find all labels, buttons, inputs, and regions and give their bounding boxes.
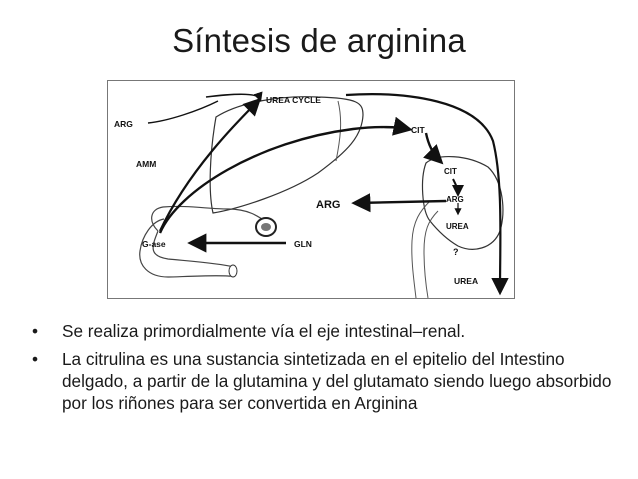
liver-outline [209, 96, 364, 214]
bullet-item: • Se realiza primordialmente vía el eje … [30, 320, 620, 342]
arg-left-label: ARG [114, 119, 133, 129]
arginine-synthesis-diagram: UREA CYCLE ARG AMM CIT CIT ARG UREA ? AR… [107, 80, 515, 299]
gase-to-cit-arrow [158, 116, 413, 234]
amm-label: AMM [136, 159, 156, 169]
bullet-list: • Se realiza primordialmente vía el eje … [30, 320, 620, 420]
bullet-marker: • [32, 349, 39, 369]
urea-bottom-label: UREA [454, 276, 478, 286]
bullet-text: La citrulina es una sustancia sintetizad… [62, 349, 612, 413]
cit-top-label: CIT [411, 125, 426, 135]
liver-to-urea-arc [345, 93, 509, 296]
arg-kidney-label: ARG [446, 195, 464, 204]
bullet-text: Se realiza primordialmente vía el eje in… [62, 321, 466, 341]
arg-export-arrow [351, 193, 447, 213]
cit-to-kidney-arrow [423, 132, 444, 165]
question-mark-label: ? [453, 247, 459, 257]
urea-kidney-label: UREA [446, 222, 469, 231]
gln-label: GLN [294, 239, 312, 249]
gase-to-urea-cycle-arrow [159, 97, 262, 232]
urea-cycle-label: UREA CYCLE [266, 95, 321, 105]
cit-kidney-label: CIT [444, 167, 457, 176]
slide-title: Síntesis de arginina [172, 22, 466, 59]
kidney-outline [421, 156, 504, 250]
bullet-item: • La citrulina es una sustancia sintetiz… [30, 348, 620, 414]
arg-center-label: ARG [316, 199, 340, 211]
g-ase-label: G-ase [142, 239, 166, 249]
bullet-marker: • [32, 321, 39, 341]
intestine-shape [139, 205, 269, 278]
